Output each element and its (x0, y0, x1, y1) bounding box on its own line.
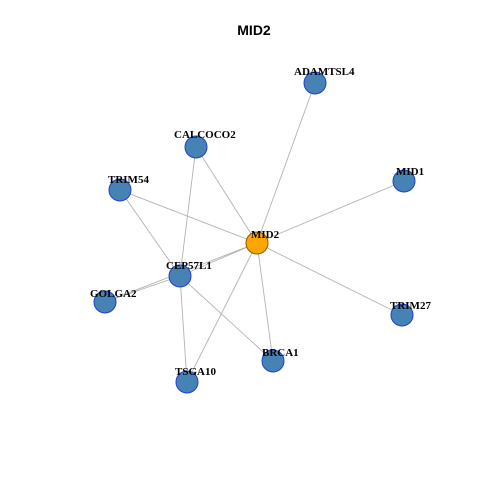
node-label-mid2: MID2 (251, 229, 280, 241)
edge-cep57l1-brca1 (179, 275, 274, 362)
diagram-title: MID2 (237, 22, 271, 38)
node-circle-adamtsl4 (303, 71, 327, 95)
node-label-brca1: BRCA1 (262, 347, 299, 359)
edge-mid2-tsga10 (186, 242, 258, 383)
node-label-golga2: GOLGA2 (90, 288, 137, 300)
node-circle-cep57l1 (168, 264, 192, 288)
edge-mid2-trim27 (256, 242, 403, 316)
node-adamtsl4: ADAMTSL4 (294, 66, 355, 95)
node-mid2: MID2 (245, 229, 280, 255)
node-circle-trim27 (390, 303, 414, 327)
node-brca1: BRCA1 (261, 347, 299, 373)
edge-mid2-adamtsl4 (256, 82, 316, 244)
node-calcoco2: CALCOCO2 (174, 129, 236, 159)
node-label-trim27: TRIM27 (390, 300, 431, 312)
nodes-layer: MID2 ADAMTSL4CALCOCO2MID1TRIM54CEP57L1GOL… (90, 66, 431, 394)
node-circle-mid2 (245, 231, 269, 255)
node-circle-trim54 (108, 178, 132, 202)
node-golga2: GOLGA2 (90, 288, 137, 314)
edge-mid2-trim54 (119, 189, 258, 244)
node-trim54: TRIM54 (108, 174, 149, 202)
edge-trim54-cep57l1 (119, 189, 181, 277)
node-cep57l1: CEP57L1 (166, 260, 212, 288)
edge-cep57l1-tsga10 (179, 275, 188, 383)
node-mid1: MID1 (392, 166, 424, 193)
node-tsga10: TSGA10 (175, 366, 216, 394)
node-label-mid1: MID1 (396, 166, 424, 178)
node-label-tsga10: TSGA10 (175, 366, 216, 378)
node-label-cep57l1: CEP57L1 (166, 260, 212, 272)
node-label-calcoco2: CALCOCO2 (174, 129, 236, 141)
node-circle-brca1 (261, 349, 285, 373)
edge-calcoco2-cep57l1 (179, 146, 197, 277)
node-circle-tsga10 (175, 370, 199, 394)
node-trim27: TRIM27 (390, 300, 431, 327)
edge-cep57l1-golga2 (104, 275, 181, 303)
node-circle-calcoco2 (184, 135, 208, 159)
node-circle-golga2 (93, 290, 117, 314)
edge-mid2-brca1 (256, 242, 274, 362)
node-circle-mid1 (392, 169, 416, 193)
node-label-adamtsl4: ADAMTSL4 (294, 66, 355, 78)
edge-mid2-cep57l1 (179, 242, 258, 277)
edge-mid2-mid1 (256, 180, 405, 244)
node-label-trim54: TRIM54 (108, 174, 149, 186)
edge-mid2-calcoco2 (195, 146, 258, 244)
